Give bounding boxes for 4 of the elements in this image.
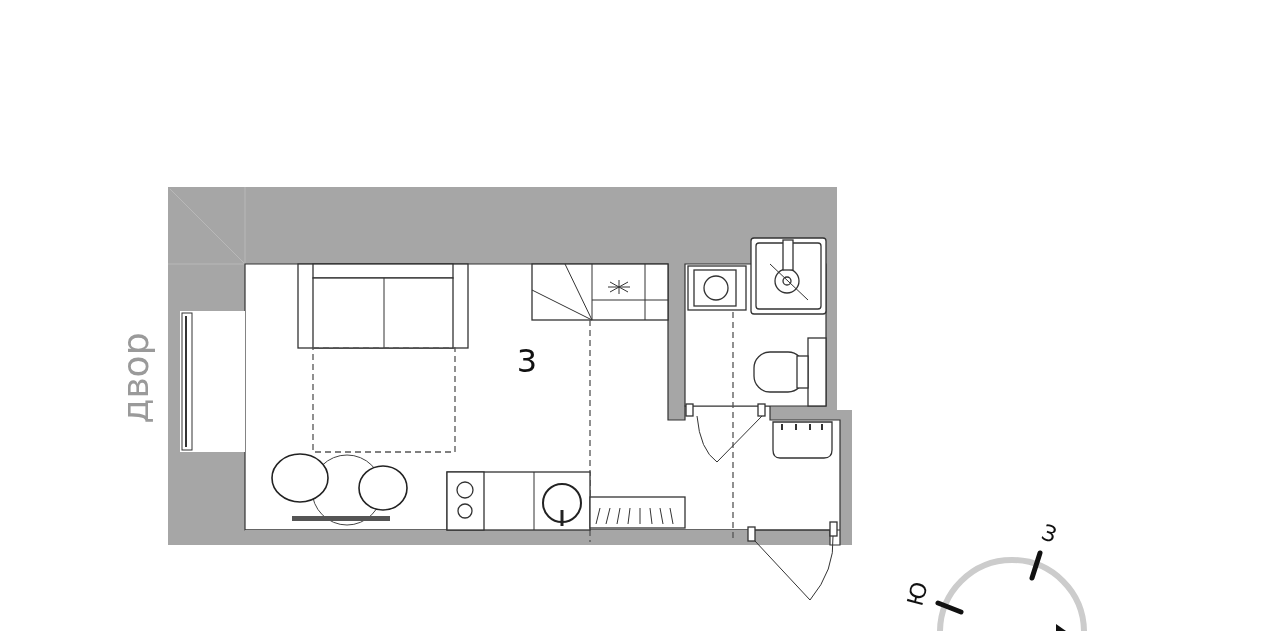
room-number: 3 [516,345,538,377]
yard-label: двор [118,332,154,424]
compass-letter: Ю [904,579,932,609]
compass-letter: З [1038,521,1060,547]
